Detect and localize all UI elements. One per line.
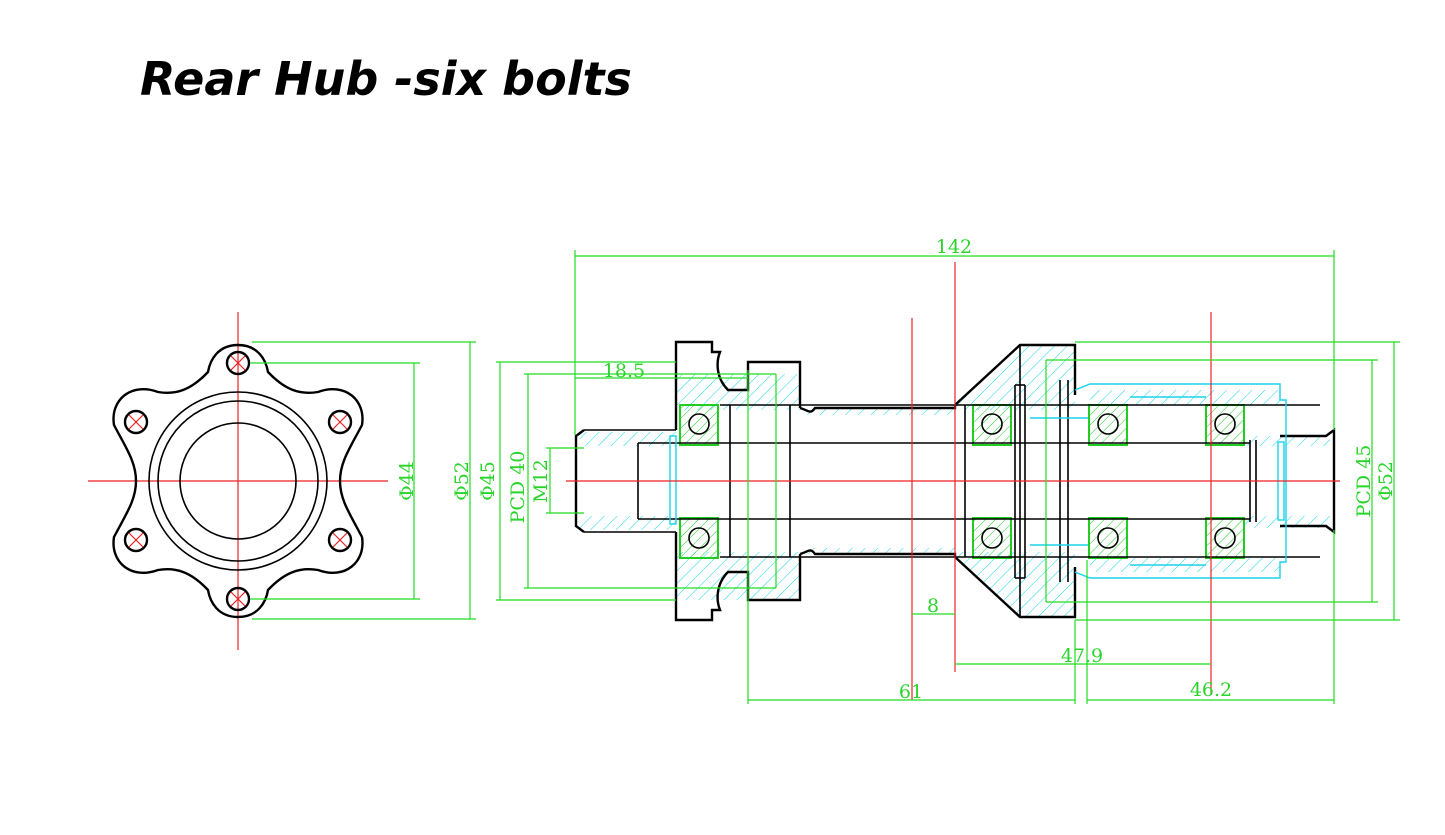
end-view-inner-ring [157, 400, 319, 562]
dim-47-9: 47.9 [1061, 645, 1103, 667]
dim-phi-45: Φ45 [477, 461, 499, 501]
dim-m12: M12 [530, 459, 552, 503]
bearings [679, 404, 1245, 559]
section-centerlines [566, 262, 1340, 700]
end-view-dimensions [250, 341, 476, 620]
bolt-holes [123, 350, 353, 612]
dim-phi-44: Φ44 [396, 461, 418, 501]
dim-phi-52-right: Φ52 [1375, 461, 1397, 501]
dim-phi-52-left: Φ52 [451, 461, 473, 501]
dim-8: 8 [927, 595, 939, 617]
end-view-outline [112, 343, 364, 619]
dim-pcd-45: PCD 45 [1353, 445, 1375, 518]
dim-pcd-40: PCD 40 [507, 451, 529, 524]
section-dimension-lines [496, 250, 1400, 704]
section-view: 142 18.5 8 47.9 61 46.2 Φ45 PCD 40 M12 P… [477, 236, 1400, 704]
end-view-flange-circle [148, 391, 328, 571]
dim-46-2: 46.2 [1190, 679, 1232, 701]
dim-61: 61 [899, 681, 923, 703]
dim-18-5: 18.5 [603, 360, 645, 382]
page-title: Rear Hub -six bolts [140, 52, 632, 106]
dim-142: 142 [936, 236, 972, 258]
end-view-bore [179, 422, 297, 540]
end-view: Φ44 Φ52 [88, 312, 476, 650]
